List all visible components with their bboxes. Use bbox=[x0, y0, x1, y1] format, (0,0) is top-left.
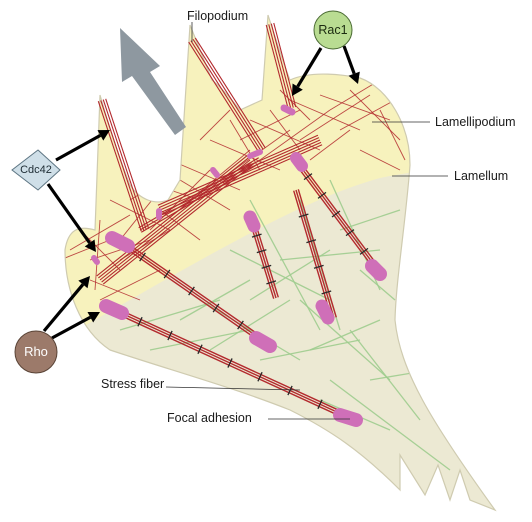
stress-fiber-label: Stress fiber bbox=[101, 378, 164, 391]
focal-adhesion-label: Focal adhesion bbox=[167, 412, 252, 425]
focal-adhesion bbox=[213, 170, 217, 175]
focal-adhesion bbox=[296, 158, 302, 166]
rac1-label: Rac1 bbox=[314, 24, 352, 37]
focal-adhesion bbox=[94, 258, 97, 262]
rac1-arrow bbox=[344, 46, 354, 74]
focal-adhesion bbox=[250, 152, 260, 156]
migration-direction-arrow bbox=[120, 28, 186, 135]
focal-adhesion bbox=[112, 238, 128, 246]
focal-adhesion bbox=[322, 306, 328, 318]
focal-adhesion bbox=[106, 306, 122, 313]
lamellipodium-label: Lamellipodium bbox=[435, 116, 516, 129]
focal-adhesion bbox=[250, 217, 254, 226]
filopodium-label: Filopodium bbox=[187, 10, 248, 23]
focal-adhesion bbox=[372, 266, 380, 274]
lamellum-label: Lamellum bbox=[454, 170, 508, 183]
cdc42-arrow bbox=[56, 135, 100, 160]
rho-arrow bbox=[52, 317, 90, 338]
cdc42-label: Cdc42 bbox=[12, 165, 60, 176]
rho-label: Rho bbox=[15, 345, 57, 358]
focal-adhesion bbox=[256, 338, 270, 346]
cdc42-arrow bbox=[48, 184, 90, 243]
focal-adhesion bbox=[284, 108, 292, 112]
